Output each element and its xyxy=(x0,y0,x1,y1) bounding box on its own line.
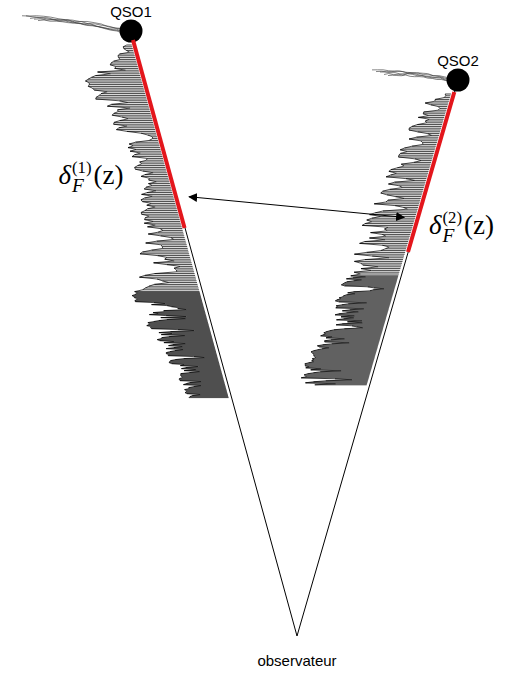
math-indices: F(1) xyxy=(72,160,92,196)
math-symbol: δ xyxy=(429,210,442,240)
quasar-dot xyxy=(119,19,143,43)
double-arrow xyxy=(189,197,404,218)
lyman-forest xyxy=(86,45,229,398)
math-argument: (z) xyxy=(94,160,124,190)
emission-line xyxy=(388,75,450,82)
line-of-sight xyxy=(297,80,458,636)
math-symbol: δ xyxy=(58,160,71,190)
quasar-dot-shape xyxy=(120,20,143,43)
math-superscript: (2) xyxy=(442,210,462,227)
quasar-label: QSO2 xyxy=(437,53,479,68)
math-superscript: (1) xyxy=(72,160,92,177)
emission-line xyxy=(30,18,123,32)
red-segment-line xyxy=(133,40,185,228)
forest-outline xyxy=(301,94,446,385)
spectrum-segment: δF(1)(z) xyxy=(129,36,189,232)
emission-line xyxy=(38,20,123,33)
line-of-sight xyxy=(131,31,297,636)
quasar-dot xyxy=(446,68,470,92)
forest-outline xyxy=(85,45,204,398)
math-argument: (z) xyxy=(464,210,494,240)
math-subscript: F xyxy=(72,176,92,195)
quasar-dot-shape xyxy=(447,69,470,92)
red-segment xyxy=(129,36,189,232)
spectrum-segment: δF(2)(z) xyxy=(404,88,458,256)
quasar-node: QSO1 xyxy=(110,4,152,43)
math-indices: F(2) xyxy=(442,210,462,246)
observer-label: observateur xyxy=(257,652,336,670)
flux-label: δF(1)(z) xyxy=(56,158,125,196)
quasar-node: QSO2 xyxy=(437,53,479,92)
math-subscript: F xyxy=(442,226,462,245)
emission-line xyxy=(376,71,450,79)
quasar-label: QSO1 xyxy=(110,4,152,19)
flux-label: δF(2)(z) xyxy=(427,208,496,246)
